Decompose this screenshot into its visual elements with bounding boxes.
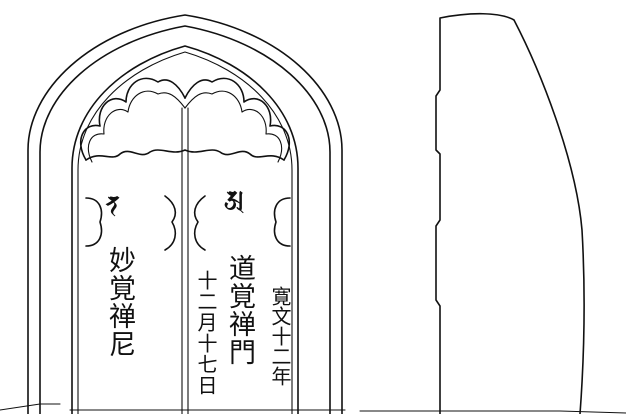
side-profile-outline [435, 12, 585, 414]
seed-syllable-right: 𑖀 [228, 182, 261, 239]
posthumous-name-woman: 妙覚禅尼 [104, 246, 135, 358]
bracket-center-left [164, 195, 177, 251]
date-month-day: 十二月十七日 [194, 270, 218, 396]
center-divider [181, 107, 189, 414]
bracket-right-outer [273, 197, 291, 247]
arch-lower-cusps [85, 149, 285, 161]
era-year: 寛文十二年 [268, 286, 292, 386]
stone-outer-outline [27, 14, 343, 414]
panel-outline [71, 45, 299, 414]
seed-syllable-left: 𑖝 [106, 188, 136, 241]
cusped-arch-left-inner [87, 90, 186, 163]
stone-second-outline [39, 25, 331, 414]
posthumous-name-man: 道覚禅門 [224, 254, 255, 366]
bracket-center-right [193, 195, 206, 251]
cusped-arch-left [80, 77, 186, 161]
cusped-arch-right-inner [184, 90, 283, 163]
cusped-arch-right [184, 77, 290, 161]
bracket-left-outer [85, 197, 103, 247]
ground-line [0, 403, 626, 414]
